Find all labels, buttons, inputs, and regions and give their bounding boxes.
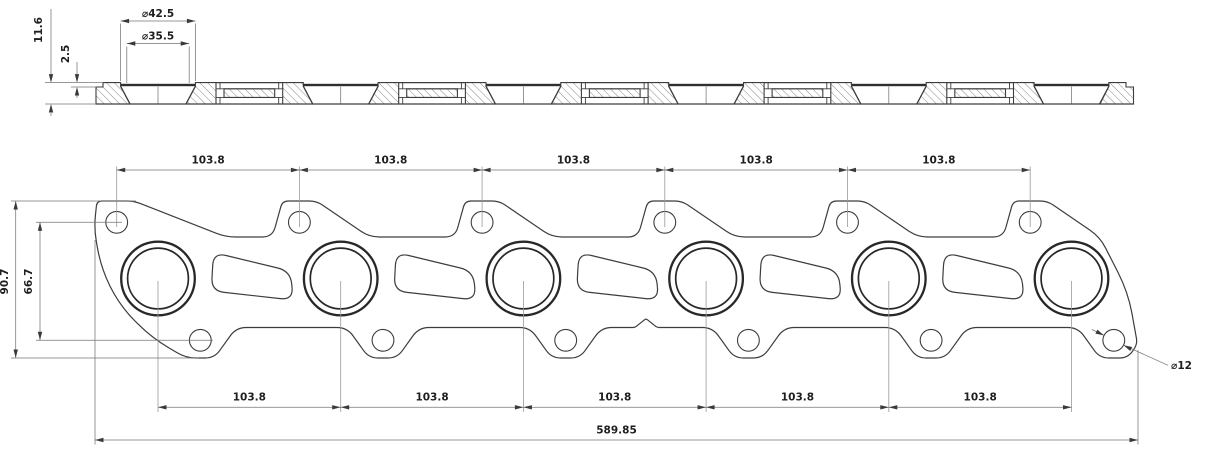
fire-ring-lip (1034, 83, 1109, 87)
dim-overall-height-label: 90.7 (0, 269, 11, 295)
fire-ring-lip (851, 83, 927, 87)
port-slot (211, 254, 293, 300)
fire-ring-lip (486, 83, 561, 87)
fire-ring-lip (668, 83, 744, 87)
section-port (302, 83, 379, 105)
dim-bolt-hole-diameter-label: ⌀12 (1171, 360, 1192, 372)
dim-outer-diameter-label: ⌀42.5 (142, 8, 174, 20)
dim-top-pitch-label: 103.8 (557, 155, 590, 167)
dim-bottom-pitch-label: 103.8 (415, 391, 448, 403)
section-dimensions: ⌀42.5 ⌀35.5 11.6 2.5 (33, 8, 196, 116)
plan-dimensions: 103.8 103.8 103.8 103.8 103.8 103.8 103.8 103.8… (0, 155, 1192, 445)
dim-overall-length-label: 589.85 (596, 425, 637, 437)
plan-view (94, 166, 1138, 412)
port-slot (942, 254, 1024, 300)
section-port (667, 83, 745, 105)
dim-top-pitch-label: 103.8 (922, 155, 955, 167)
bolt-hole-bottom (736, 328, 760, 352)
gasket-outline (94, 200, 1138, 359)
fire-ring-lip (303, 83, 379, 87)
port-slot (576, 254, 659, 300)
dim-plate-thickness-label: 2.5 (60, 45, 72, 64)
dim-bottom-pitch-label: 103.8 (598, 391, 631, 403)
dim-top-pitch-label: 103.8 (191, 155, 224, 167)
dim-top-pitch-label: 103.8 (740, 155, 773, 167)
dim-bottom-pitch-label: 103.8 (781, 391, 814, 403)
section-port (485, 83, 562, 105)
dim-bottom-pitch-label: 103.8 (964, 391, 997, 403)
bolt-hole-bottom (554, 328, 578, 352)
dim-bolt-row-spacing-label: 66.7 (23, 269, 35, 295)
dim-total-height-label: 11.6 (33, 17, 45, 43)
dim-top-pitch-label: 103.8 (374, 155, 407, 167)
dim-bottom-pitch-label: 103.8 (233, 391, 266, 403)
bolt-hole-bottom (1102, 328, 1126, 352)
fire-ring-lip (120, 83, 196, 87)
dim-inner-diameter-label: ⌀35.5 (142, 31, 174, 43)
section-port (1033, 83, 1110, 105)
bolt-hole-bottom (919, 328, 943, 352)
section-view (95, 81, 1135, 105)
section-port (119, 83, 197, 105)
bolt-hole-bottom (371, 328, 395, 352)
port-slot (759, 254, 841, 300)
port-slot (394, 254, 476, 300)
section-port (850, 83, 928, 105)
